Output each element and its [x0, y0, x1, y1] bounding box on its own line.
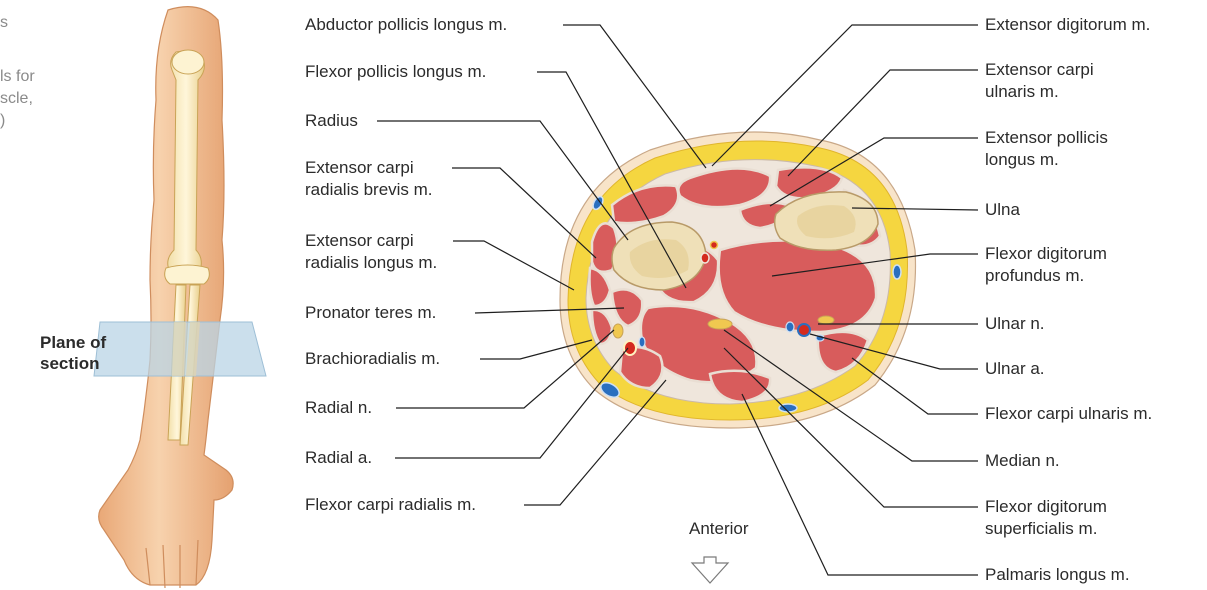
vein-right	[893, 265, 901, 279]
label-line: radialis longus m.	[305, 252, 437, 274]
label-line: profundus m.	[985, 265, 1107, 287]
radial-nerve	[613, 324, 623, 338]
label-line: Flexor digitorum	[985, 496, 1107, 518]
label-line: Extensor carpi	[305, 230, 437, 252]
label-median-n: Median n.	[985, 450, 1060, 472]
label-brachioradialis: Brachioradialis m.	[305, 348, 440, 370]
ulnar-artery	[798, 324, 810, 336]
label-line: superficialis m.	[985, 518, 1107, 540]
label-radial-a: Radial a.	[305, 447, 372, 469]
label-ulnar-a: Ulnar a.	[985, 358, 1045, 380]
label-ext-carpi-radialis-longus: Extensor carpi radialis longus m.	[305, 230, 437, 274]
median-nerve	[708, 319, 732, 329]
label-pronator-teres: Pronator teres m.	[305, 302, 436, 324]
label-flexor-digitorum-superficialis: Flexor digitorum superficialis m.	[985, 496, 1107, 540]
label-palmaris-longus: Palmaris longus m.	[985, 564, 1130, 586]
label-line: longus m.	[985, 149, 1108, 171]
label-line: Extensor pollicis	[985, 127, 1108, 149]
radial-artery	[624, 341, 636, 355]
label-flexor-digitorum-profundus: Flexor digitorum profundus m.	[985, 243, 1107, 287]
label-flexor-pollicis-longus: Flexor pollicis longus m.	[305, 61, 486, 83]
anterior-label: Anterior	[689, 519, 749, 539]
label-radius: Radius	[305, 110, 358, 132]
label-line: Extensor carpi	[305, 157, 433, 179]
label-extensor-pollicis-longus: Extensor pollicis longus m.	[985, 127, 1108, 171]
interosseous-artery	[711, 242, 718, 249]
ulnar-nerve	[818, 316, 834, 324]
label-flexor-carpi-ulnaris: Flexor carpi ulnaris m.	[985, 403, 1152, 425]
label-line: Flexor digitorum	[985, 243, 1107, 265]
small-artery	[701, 253, 709, 263]
label-line: radialis brevis m.	[305, 179, 433, 201]
label-extensor-carpi-ulnaris: Extensor carpi ulnaris m.	[985, 59, 1094, 103]
leader-ext-carpi-radialis-longus	[453, 241, 574, 290]
label-flexor-carpi-radialis: Flexor carpi radialis m.	[305, 494, 476, 516]
ulnar-vein	[786, 322, 794, 332]
label-ulnar-n: Ulnar n.	[985, 313, 1045, 335]
label-abductor-pollicis-longus: Abductor pollicis longus m.	[305, 14, 507, 36]
anterior-arrow-icon	[692, 557, 728, 583]
label-line: Extensor carpi	[985, 59, 1094, 81]
label-extensor-digitorum: Extensor digitorum m.	[985, 14, 1150, 36]
radial-vein	[639, 337, 645, 347]
label-line: ulnaris m.	[985, 81, 1094, 103]
label-radial-n: Radial n.	[305, 397, 372, 419]
label-ext-carpi-radialis-brevis: Extensor carpi radialis brevis m.	[305, 157, 433, 201]
label-ulna: Ulna	[985, 199, 1020, 221]
